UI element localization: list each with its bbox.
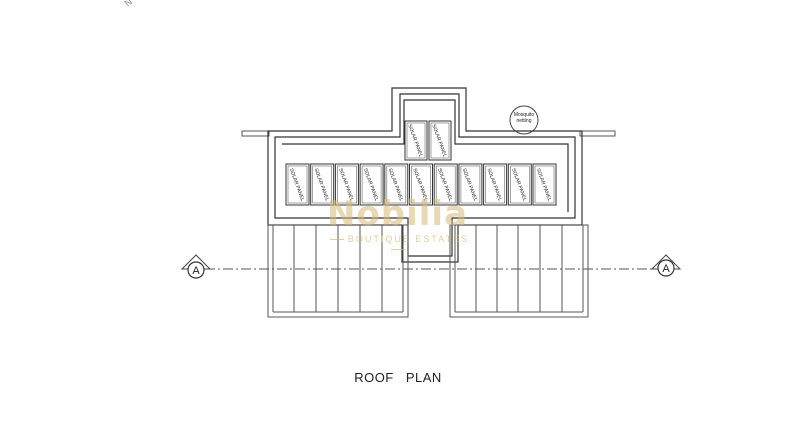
solar-panel: SOLAR PANEL (404, 120, 428, 161)
section-marker-right: A (650, 254, 682, 277)
solar-panel: SOLAR PANEL (310, 163, 335, 206)
svg-text:A: A (192, 265, 200, 277)
watermark-main: Nobilia (326, 194, 469, 234)
solar-panel: SOLAR PANEL (334, 163, 359, 206)
roof-edge-extensions (241, 130, 616, 137)
solar-panel: SOLAR PANEL (433, 163, 458, 206)
watermark-sub: BOUTIQUE ESTATES (320, 234, 475, 254)
watermark-logo: Nobilia BOUTIQUE ESTATES (320, 196, 475, 256)
corner-mark: N (123, 0, 134, 8)
solar-panel: SOLAR PANEL (285, 163, 310, 206)
solar-panel: SOLAR PANEL (507, 163, 532, 206)
solar-panel: SOLAR PANEL (483, 163, 508, 206)
mosquito-netting: Mosquito netting (509, 105, 539, 135)
section-marker-left: A (180, 254, 212, 279)
svg-text:A: A (662, 263, 670, 275)
solar-panel: SOLAR PANEL (532, 163, 557, 206)
solar-panel: SOLAR PANEL (384, 163, 409, 206)
solar-panel: SOLAR PANEL (359, 163, 384, 206)
svg-text:Mosquito: Mosquito (514, 112, 535, 118)
solar-panel: SOLAR PANEL (409, 163, 433, 206)
solar-panel: SOLAR PANEL (458, 163, 483, 206)
page-title: ROOF PLAN (354, 370, 442, 385)
solar-panel: SOLAR PANEL (428, 120, 452, 161)
svg-text:netting: netting (516, 118, 531, 124)
